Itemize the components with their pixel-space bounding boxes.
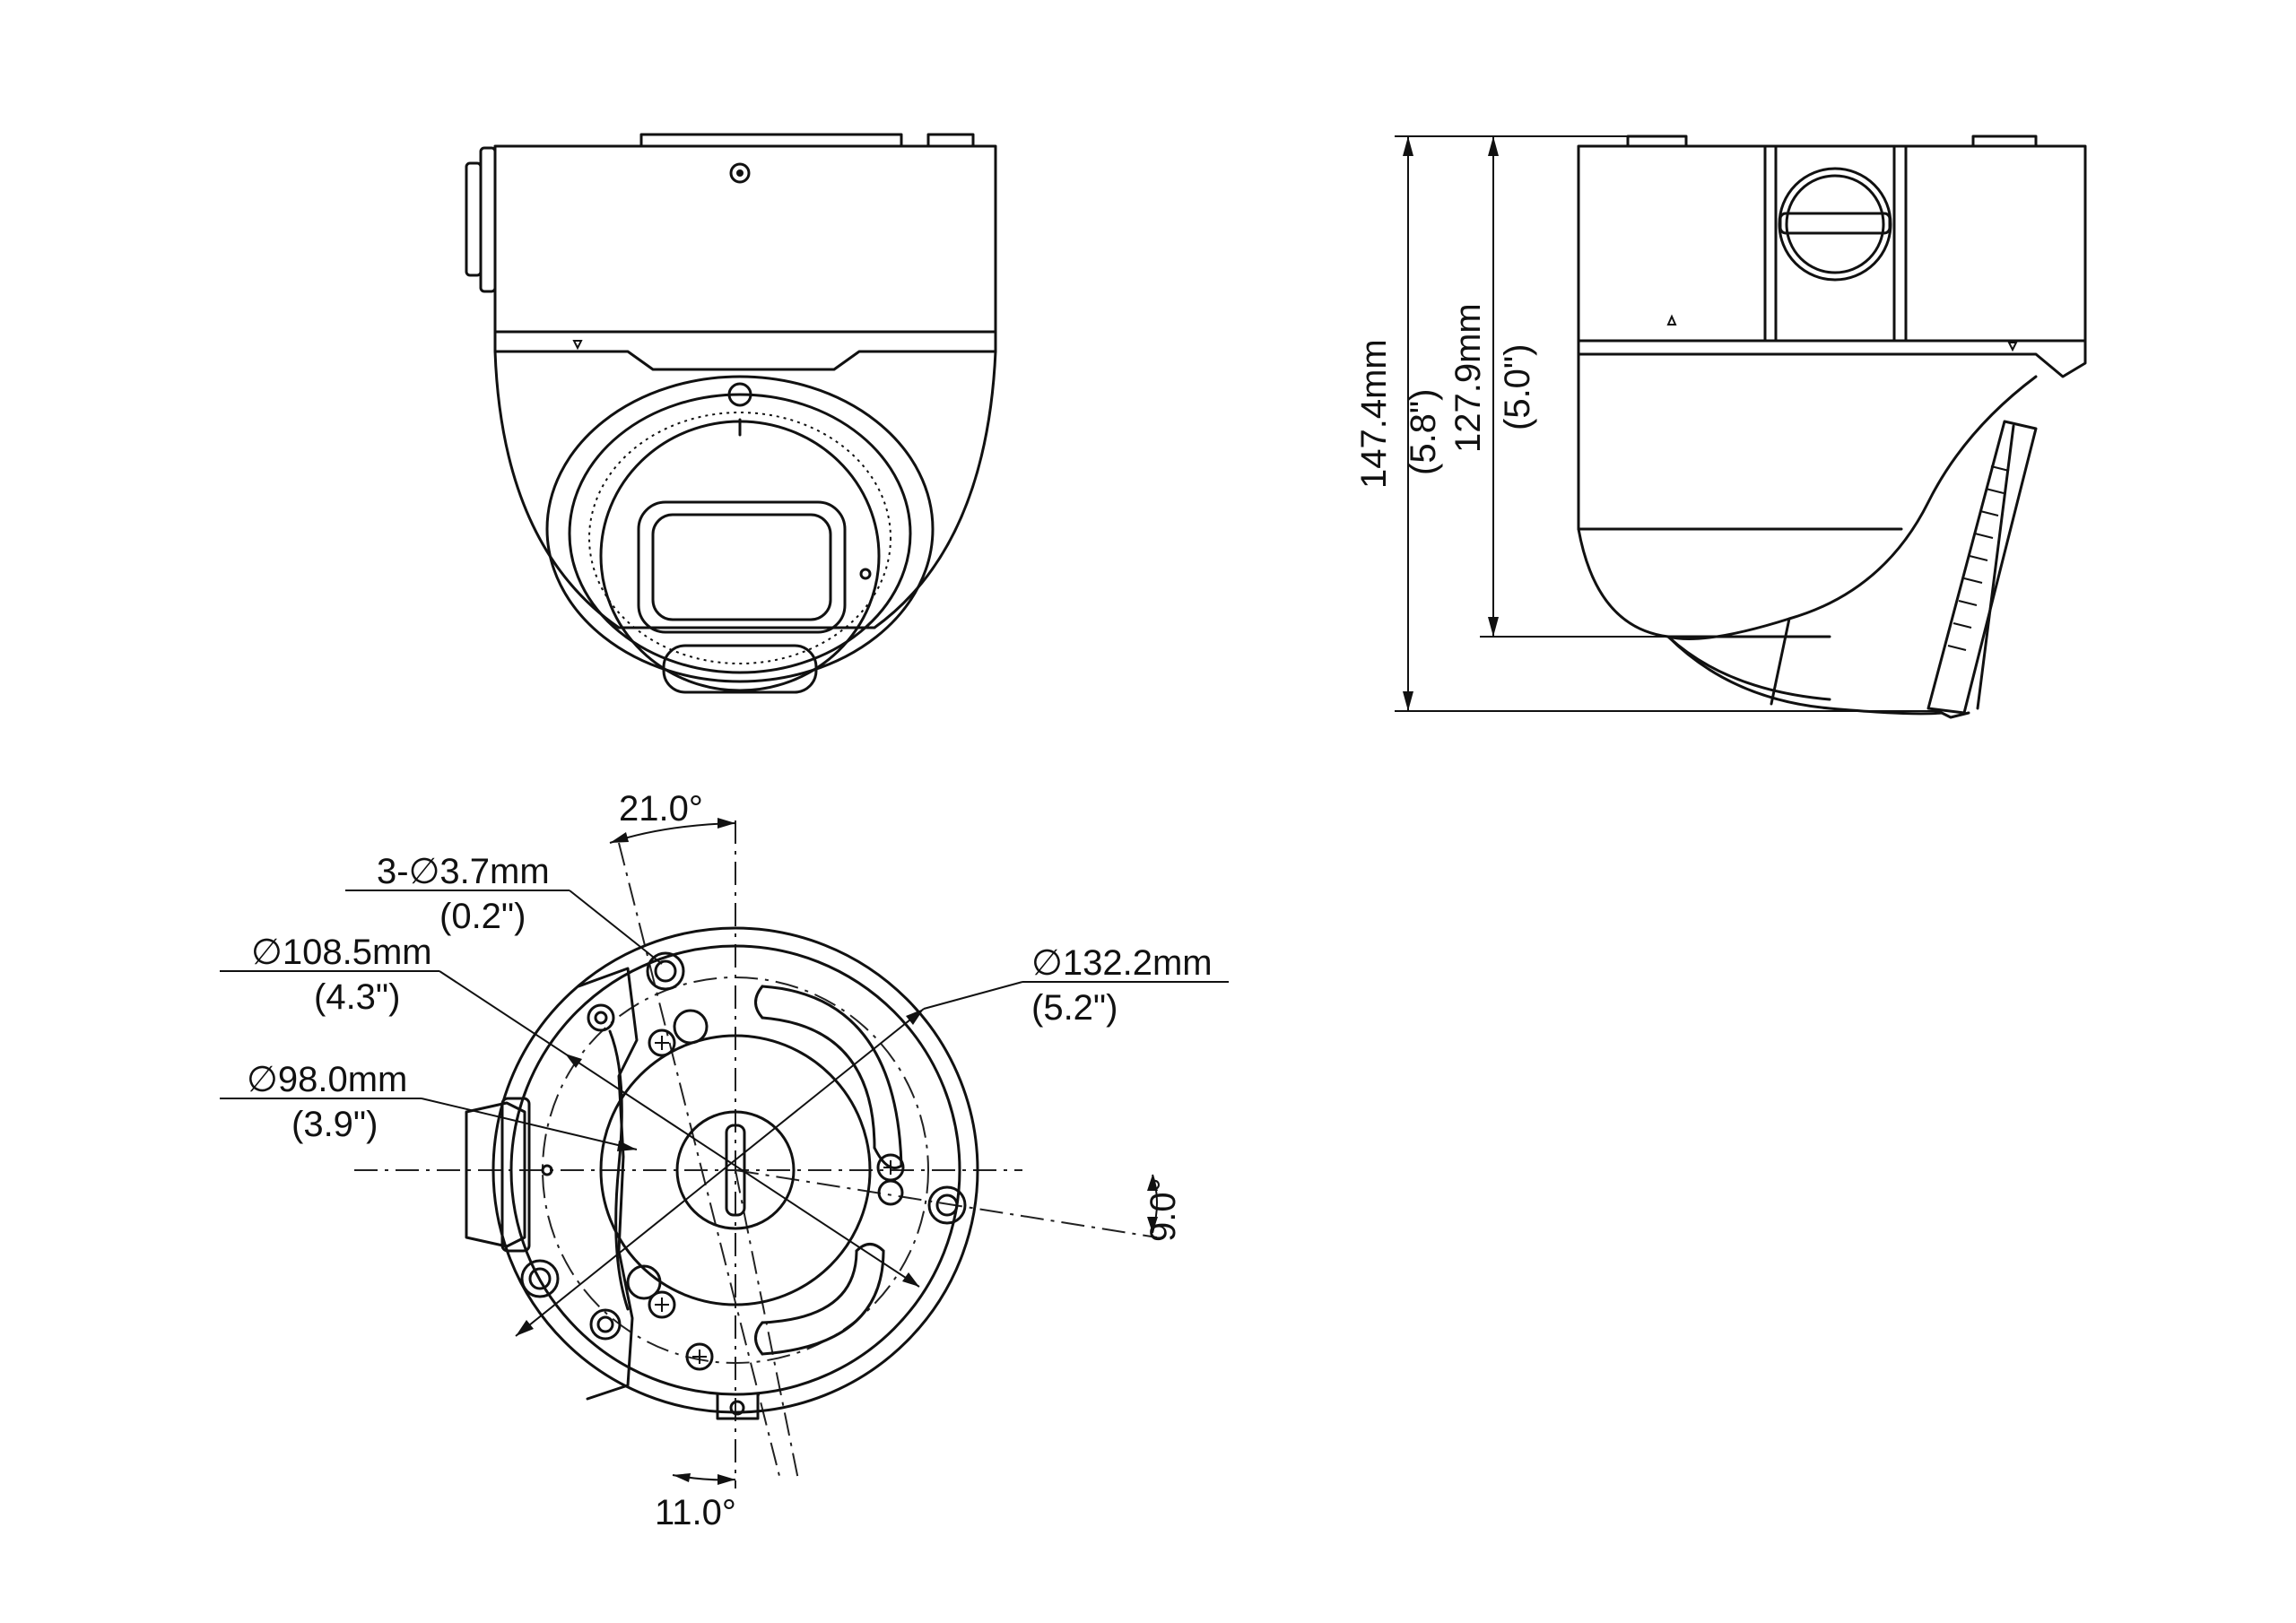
inner-diameter-imperial: (3.9") xyxy=(291,1105,378,1144)
screw-holes-metric: 3-∅3.7mm xyxy=(377,852,550,891)
front-view xyxy=(465,133,997,694)
base-height-dimension xyxy=(1480,135,1668,638)
outer-diameter-imperial: (5.2") xyxy=(1031,988,1118,1028)
inner-diameter-metric: ∅98.0mm xyxy=(247,1060,407,1099)
outer-diameter-metric: ∅132.2mm xyxy=(1031,943,1213,983)
screw-holes xyxy=(520,951,967,1341)
screw-hole-leader xyxy=(345,890,663,965)
base-height-metric: 127.9mm xyxy=(1448,303,1488,453)
outer-diameter-leader xyxy=(515,981,1229,1337)
screw-holes-imperial: (0.2") xyxy=(439,897,526,936)
lens-vent-slats xyxy=(1947,465,2010,651)
overall-height-metric: 147.4mm xyxy=(1354,339,1394,489)
bottom-angle-label: 11.0° xyxy=(655,1493,736,1532)
top-angle-dimension xyxy=(609,818,736,844)
overall-height-imperial: (5.8") xyxy=(1404,389,1443,475)
base-height-imperial: (5.0") xyxy=(1498,344,1537,430)
top-angle-label: 21.0° xyxy=(619,789,703,829)
inner-diameter-leader xyxy=(220,1098,638,1151)
right-angle-label: 9.0° xyxy=(1144,1177,1183,1242)
bottom-angle-dimension xyxy=(672,1473,736,1485)
mount-hole-circle-imperial: (4.3") xyxy=(314,977,400,1017)
mount-hole-circle-leader xyxy=(220,970,920,1288)
bottom-view: 21.0° 9.0° 11.0° 3-∅3.7mm (0.2") ∅108.5m… xyxy=(220,789,1229,1532)
side-view: 147.4mm (5.8") 127.9mm (5.0") xyxy=(1354,135,2087,719)
cross-screws xyxy=(648,1028,905,1371)
mount-hole-circle-metric: ∅108.5mm xyxy=(251,933,432,972)
right-angle-dimension xyxy=(1147,1174,1158,1234)
